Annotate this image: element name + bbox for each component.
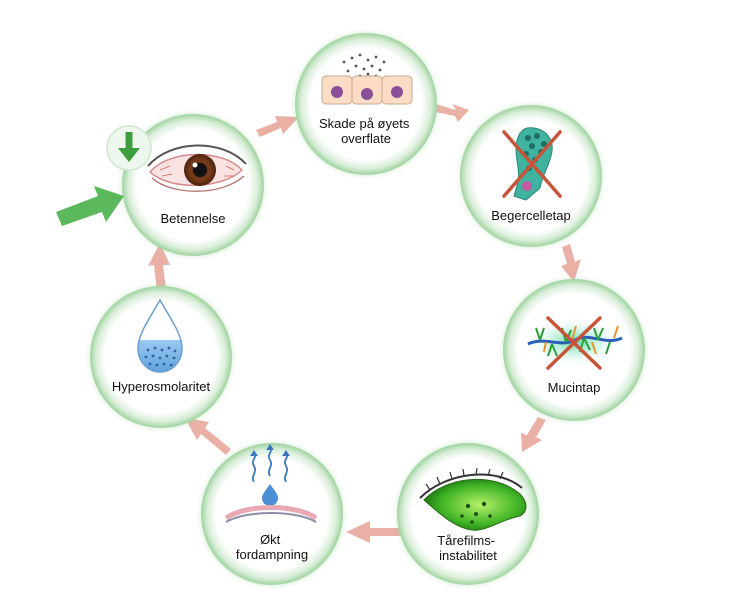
label-hyperosmolaritet: Hyperosmolaritet [112,379,211,394]
label-skade: Skade på øyets overflate [319,116,413,146]
entry-arrow-icon [56,186,124,226]
label-fordampning: Økt fordampning [236,532,308,562]
arrow-hyperosmolaritet-to-betennelse [148,243,170,291]
tear-drop-icon [137,298,183,373]
arrow-skade-to-begercelle [430,103,469,122]
arrow-fordampning-to-hyperosmolaritet [185,418,231,455]
down-arrow-bubble-icon [106,125,152,171]
evaporation-icon [224,444,318,523]
label-tarefilm-line2: instabilitet [439,548,497,563]
label-betennelse: Betennelse [160,211,225,226]
cycle-arrows [148,103,581,543]
arrow-begercelle-to-mucintap [561,244,581,282]
arrow-mucintap-to-tarefilm [521,417,546,452]
green-eye-icon [419,467,527,531]
inflamed-eye-icon [147,144,247,192]
crossed-goblet-cell-icon [502,127,562,201]
label-begercelletap: Begercelletap [491,208,571,223]
crossed-mucin-icon [522,316,626,370]
label-fordampning-line1: Økt [260,532,281,547]
arrow-betennelse-to-skade [256,116,299,137]
arrow-tarefilm-to-fordampning [346,521,402,543]
label-fordampning-line2: fordampning [236,547,308,562]
label-skade-line2: overflate [341,131,391,146]
label-skade-line1: Skade på øyets [319,116,410,131]
label-tarefilm-line1: Tårefilms- [437,533,495,548]
label-tarefilm: Tårefilms- instabilitet [437,533,498,563]
node-labels: Skade på øyets overflate Begercelletap M… [112,116,601,563]
label-mucintap: Mucintap [548,380,601,395]
epithelial-cells-icon [321,53,413,105]
